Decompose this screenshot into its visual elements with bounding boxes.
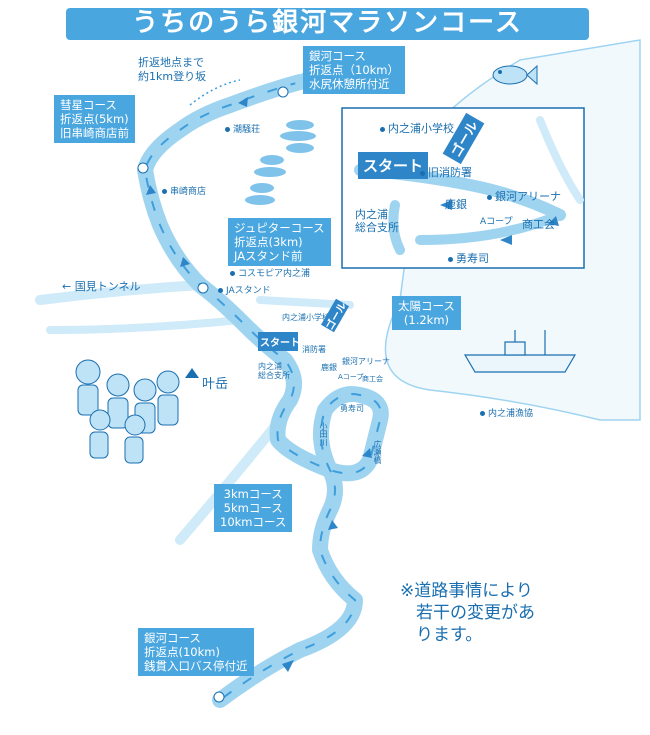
label-kanoudake: 叶岳	[202, 377, 229, 392]
boat-icon	[463, 330, 577, 373]
label-ja-stand: JAスタンド	[218, 283, 271, 296]
label-slope: 折返地点まで 約1km登り坂	[138, 56, 207, 83]
label-fire-small: 消防署	[302, 345, 326, 354]
mountain-icon	[185, 368, 199, 378]
inset-acoop: Aコープ	[480, 217, 513, 227]
callout-taiyo: 太陽コース (1.2km)	[392, 296, 461, 330]
fish-icon	[492, 64, 538, 86]
map-title: うちのうら銀河マラソンコース	[132, 8, 523, 38]
label-gyokyou: 内之浦漁協	[480, 406, 533, 419]
inset-yuujushi: 勇寿司	[448, 250, 489, 266]
callout-distances: 3kmコース 5kmコース 10kmコース	[214, 484, 293, 532]
inset-old-fire-station: 旧消防署	[420, 164, 472, 180]
inset-start-marker: スタート	[358, 152, 428, 179]
inset-route-arrows	[440, 200, 559, 245]
callout-suisei: 彗星コース 折返点(5km) 旧串崎商店前	[54, 95, 135, 143]
label-cosmopia: コスモピア内之浦	[230, 266, 310, 279]
label-branch-small: 内之浦 総合支所	[258, 362, 290, 380]
course-line	[143, 81, 382, 701]
start-marker-main: スタート	[258, 332, 300, 351]
inset-school: 内之浦小学校	[380, 120, 454, 136]
label-tsubakisou: 潮騒荘	[225, 122, 260, 135]
tree-illustrations	[245, 120, 316, 205]
inset-arena: 銀河アリーナ	[487, 188, 561, 204]
label-shokoukai-small: 商工会	[362, 375, 383, 383]
turnaround-markers	[137, 86, 289, 703]
callout-ginga-bottom: 銀河コース 折返点(10km) 銭貫入口バス停付近	[138, 628, 254, 676]
label-arena-small: 銀河アリーナ	[342, 357, 390, 366]
label-hirosebashi: 広瀬橋	[373, 440, 382, 464]
label-tunnel: ← 国見トンネル	[62, 280, 141, 293]
label-acoop-small: Aコープ	[338, 373, 364, 381]
runners-illustration	[75, 359, 180, 464]
inset-kagin: 鹿銀	[445, 198, 467, 211]
label-yuujushi-small: 勇寿司	[340, 404, 364, 413]
inset-branch: 内之浦 総合支所	[355, 208, 399, 234]
label-kagin-small: 鹿銀	[321, 363, 337, 372]
callout-jupiter: ジュピターコース 折返点(3km) JAスタンド前	[228, 218, 331, 266]
course-arrows	[146, 97, 372, 672]
label-koudagawa: 小田川	[319, 422, 328, 446]
title-background	[66, 8, 589, 40]
slope-arrow	[189, 79, 241, 106]
note-text: ※道路事情により 若干の変更があ ります。	[400, 581, 535, 645]
label-kushizaki: 串崎商店	[162, 184, 206, 197]
label-school-small: 内之浦小学校	[282, 313, 330, 322]
inset-shokoukai: 商工会	[522, 218, 555, 231]
callout-ginga-top: 銀河コース 折返点（10km） 水尻休憩所付近	[303, 46, 405, 94]
